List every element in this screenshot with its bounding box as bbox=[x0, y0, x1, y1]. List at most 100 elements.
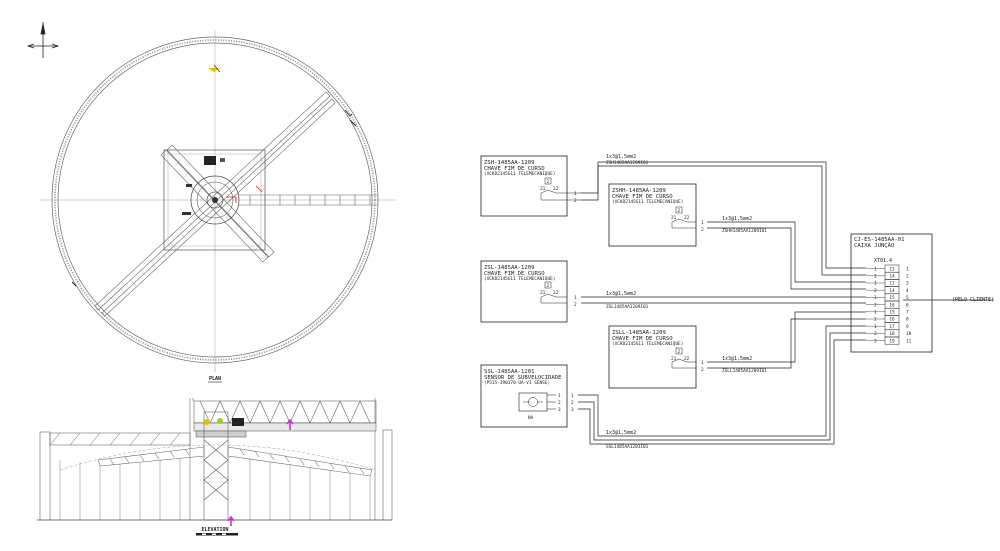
svg-text:2: 2 bbox=[701, 227, 704, 233]
svg-text:22: 22 bbox=[553, 186, 559, 192]
device-box bbox=[608, 183, 697, 247]
terminal-number: 14 bbox=[889, 288, 895, 294]
svg-text:21: 21 bbox=[671, 215, 677, 221]
terminal-right-number: 10 bbox=[906, 331, 912, 337]
terminal-number: 16 bbox=[889, 302, 895, 308]
svg-text:2: 2 bbox=[547, 283, 550, 289]
svg-text:2: 2 bbox=[558, 400, 561, 406]
svg-text:2: 2 bbox=[571, 400, 574, 406]
device-desc: CHAVE FIM DE CURSO bbox=[484, 166, 545, 172]
svg-text:1x3@1,5mm2: 1x3@1,5mm2 bbox=[722, 216, 752, 222]
device-model: (XCKD2145G11 TELEMECANIQUE) bbox=[612, 341, 683, 347]
terminal-left-number: 2 bbox=[874, 302, 877, 308]
svg-text:1x3@1,5mm2: 1x3@1,5mm2 bbox=[606, 154, 636, 160]
terminal-number: 16 bbox=[889, 317, 895, 323]
svg-text:1: 1 bbox=[571, 393, 574, 399]
elevation-view: ELEVATION bbox=[37, 398, 393, 536]
terminal-number: 18 bbox=[889, 331, 895, 337]
svg-text:1: 1 bbox=[701, 220, 704, 226]
terminal-right-number: 11 bbox=[906, 338, 912, 344]
svg-text:ZSHH1485AA1209I01: ZSHH1485AA1209I01 bbox=[722, 228, 767, 234]
terminal-right-number: 5 bbox=[906, 295, 909, 301]
svg-text:ZSLL1485AA1209I01: ZSLL1485AA1209I01 bbox=[722, 368, 767, 374]
svg-text:1: 1 bbox=[558, 393, 561, 399]
terminal-number: 13 bbox=[889, 281, 895, 287]
terminal-left-number: 1 bbox=[874, 281, 877, 287]
cable-label-zsh: 1x3@1,5mm2 ZSH1485AA1209I01 bbox=[606, 154, 649, 166]
device-box bbox=[480, 155, 568, 217]
svg-text:2: 2 bbox=[678, 349, 681, 355]
cable-label-zshh: 1x3@1,5mm2 ZSHH1485AA1209I01 bbox=[722, 216, 767, 234]
terminal-right-number: 9 bbox=[906, 324, 909, 330]
terminal-left-number: 2 bbox=[874, 288, 877, 294]
terminal-right-number: 3 bbox=[906, 281, 909, 287]
device-box bbox=[480, 364, 568, 428]
device-model: (XCKD2145G11 TELEMECANIQUE) bbox=[612, 199, 683, 205]
cable-label-zsl: 1x3@1,5mm2 ZSL1485AA1209I01 bbox=[606, 291, 649, 310]
svg-text:1: 1 bbox=[574, 295, 577, 301]
svg-text:3: 3 bbox=[558, 407, 561, 413]
device-tag: ZSL-1485AA-1209 bbox=[484, 265, 535, 271]
switch-icon bbox=[544, 177, 552, 185]
terminal-left-number: 1 bbox=[874, 310, 877, 316]
device-model: (P515-390170-UA-V1 SENSE) bbox=[484, 380, 550, 386]
switch-icon bbox=[544, 281, 552, 289]
terminal-right-number: 6 bbox=[906, 302, 909, 308]
svg-text:3: 3 bbox=[571, 407, 574, 413]
terminal-right-number: 7 bbox=[906, 310, 909, 316]
plan-view: PLAN bbox=[40, 30, 395, 383]
cable-label-ssl: 1x3@1,5mm2 SSL1485AA1201I01 bbox=[606, 430, 649, 450]
device-zshh: ZSHH-1485AA-1209 CHAVE FIM DE CURSO (XCK… bbox=[608, 183, 704, 247]
device-tag: ZSHH-1485AA-1209 bbox=[612, 188, 666, 194]
terminal-number: 15 bbox=[889, 295, 895, 301]
device-desc: CHAVE FIM DE CURSO bbox=[612, 336, 673, 342]
device-desc: SENSOR DE SUBVELOCIDADE bbox=[484, 375, 562, 381]
svg-text:2: 2 bbox=[701, 367, 704, 373]
plan-label: PLAN bbox=[209, 376, 221, 382]
svg-text:2: 2 bbox=[678, 208, 681, 214]
terminal-strip-label: XT01.4 bbox=[874, 258, 892, 264]
wiring-diagram: ZSH-1485AA-1209 CHAVE FIM DE CURSO (XCKD… bbox=[480, 154, 994, 450]
device-tag: ZSLL-1485AA-1209 bbox=[612, 330, 666, 336]
svg-text:1: 1 bbox=[574, 191, 577, 197]
terminal-right-number: 1 bbox=[906, 266, 909, 272]
junction-desc: CAIXA JUNÇÃO bbox=[854, 242, 895, 249]
svg-text:2: 2 bbox=[574, 198, 577, 204]
svg-text:SSL1485AA1201I01: SSL1485AA1201I01 bbox=[606, 444, 649, 450]
elevation-label: ELEVATION bbox=[201, 527, 228, 533]
svg-text:1x3@1,5mm2: 1x3@1,5mm2 bbox=[722, 356, 752, 362]
device-desc: CHAVE FIM DE CURSO bbox=[612, 194, 673, 200]
svg-text:1: 1 bbox=[701, 360, 704, 366]
terminal-right-number: 8 bbox=[906, 317, 909, 323]
svg-text:1x3@1,5mm2: 1x3@1,5mm2 bbox=[606, 430, 636, 436]
svg-text:ZSL1485AA1209I01: ZSL1485AA1209I01 bbox=[606, 304, 649, 310]
terminal-left-number: 3 bbox=[874, 338, 877, 344]
terminal-number: 17 bbox=[889, 324, 895, 330]
device-zsll: ZSLL-1485AA-1209 CHAVE FIM DE CURSO (XCK… bbox=[608, 325, 704, 389]
terminal-left-number: 2 bbox=[874, 331, 877, 337]
terminal-left-number: 2 bbox=[874, 317, 877, 323]
terminal-number: 13 bbox=[889, 266, 895, 272]
terminal-left-number: 1 bbox=[874, 266, 877, 272]
svg-text:1x3@1,5mm2: 1x3@1,5mm2 bbox=[606, 291, 636, 297]
device-model: (XCKD2145G11 TELEMECANIQUE) bbox=[484, 171, 555, 177]
wires bbox=[578, 161, 994, 445]
svg-text:NA: NA bbox=[528, 415, 534, 421]
terminal-number: 15 bbox=[889, 310, 895, 316]
svg-text:21: 21 bbox=[671, 356, 677, 362]
north-arrow-icon bbox=[26, 22, 60, 58]
device-desc: CHAVE FIM DE CURSO bbox=[484, 271, 545, 277]
svg-text:21: 21 bbox=[540, 186, 546, 192]
device-zsl: ZSL-1485AA-1209 CHAVE FIM DE CURSO (XCKD… bbox=[480, 260, 577, 323]
device-tag: SSL-1485AA-1201 bbox=[484, 369, 535, 375]
client-label: (PELO CLIENTE) bbox=[952, 297, 994, 303]
terminal-number: 14 bbox=[889, 274, 895, 280]
svg-text:2: 2 bbox=[574, 302, 577, 308]
terminal-left-number: 2 bbox=[874, 274, 877, 280]
terminal-right-number: 4 bbox=[906, 288, 909, 294]
svg-text:2: 2 bbox=[547, 179, 550, 185]
switch-icon bbox=[675, 347, 683, 355]
device-ssl: SSL-1485AA-1201 SENSOR DE SUBVELOCIDADE … bbox=[480, 364, 574, 428]
